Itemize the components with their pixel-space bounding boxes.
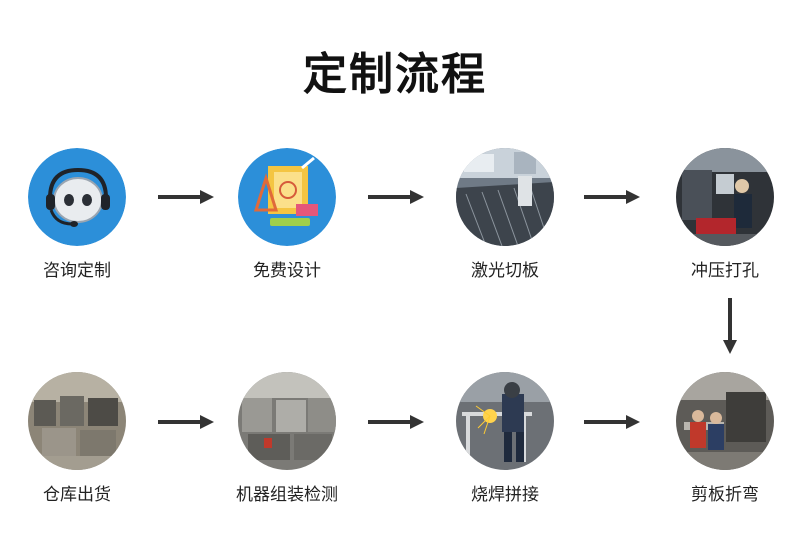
- step-consult-label: 咨询定制: [43, 261, 111, 281]
- assembly-photo: [238, 372, 336, 470]
- arrow-right-icon: [584, 415, 640, 429]
- step-laser-circle: [456, 148, 554, 246]
- step-bending-label: 剪板折弯: [691, 485, 759, 505]
- design-icon: [238, 148, 336, 246]
- step-bending-circle: [676, 372, 774, 470]
- warehouse-photo: [28, 372, 126, 470]
- arrow-right-icon: [368, 190, 424, 204]
- step-punching-label: 冲压打孔: [691, 261, 759, 281]
- step-welding-circle: [456, 372, 554, 470]
- arrow-right-icon: [158, 415, 214, 429]
- laser-cutting-photo: [456, 148, 554, 246]
- step-welding-label: 烧焊拼接: [471, 485, 539, 505]
- arrow-down-icon: [723, 298, 737, 354]
- step-laser-label: 激光切板: [471, 261, 539, 281]
- step-design-label: 免费设计: [253, 261, 321, 281]
- arrow-right-icon: [584, 190, 640, 204]
- step-consult-circle: [28, 148, 126, 246]
- bending-photo: [676, 372, 774, 470]
- punching-photo: [676, 148, 774, 246]
- arrow-right-icon: [158, 190, 214, 204]
- step-design-circle: [238, 148, 336, 246]
- welding-photo: [456, 372, 554, 470]
- arrow-right-icon: [368, 415, 424, 429]
- step-warehouse-label: 仓库出货: [43, 485, 111, 505]
- step-warehouse-circle: [28, 372, 126, 470]
- headset-icon: [28, 148, 126, 246]
- step-assembly-circle: [238, 372, 336, 470]
- step-assembly-label: 机器组装检测: [236, 485, 338, 505]
- step-punching-circle: [676, 148, 774, 246]
- page-title: 定制流程: [303, 49, 487, 100]
